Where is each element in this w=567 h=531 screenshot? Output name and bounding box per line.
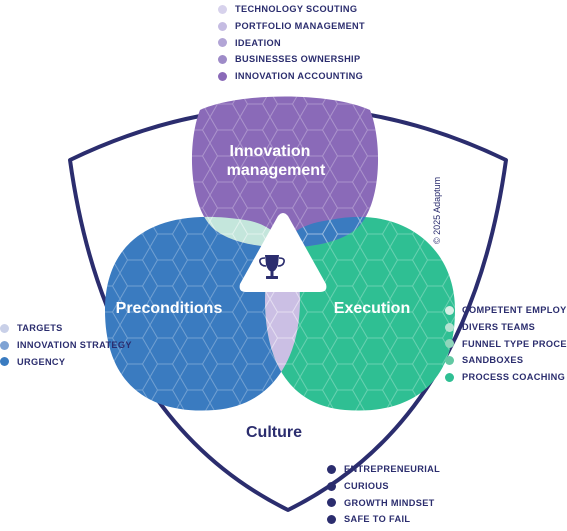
legend-dot-icon (327, 514, 336, 524)
legend-dot-icon (445, 372, 454, 382)
legend-item: DIVERS TEAMS (445, 319, 567, 336)
legend-dot-icon (0, 357, 9, 367)
legend-item: IDEATION (218, 34, 365, 51)
culture-label: Culture (246, 424, 302, 441)
legend-item-label: INNOVATION STRATEGY (17, 340, 132, 351)
copyright-text: © 2025 Adaptum (432, 177, 442, 244)
legend-item-label: ENTREPRENEURIAL (344, 464, 441, 475)
legend-dot-icon (218, 4, 227, 14)
innovation-label-line1: Innovation (230, 143, 311, 160)
legend-item: CURIOUS (327, 478, 440, 495)
preconditions-legend: TARGETS INNOVATION STRATEGY URGENCY (0, 320, 132, 370)
legend-item-label: URGENCY (17, 356, 66, 367)
legend-item: INNOVATION ACCOUNTING (218, 68, 365, 85)
legend-item: TECHNOLOGY SCOUTING (218, 1, 365, 18)
legend-dot-icon (218, 21, 227, 31)
culture-legend: ENTREPRENEURIAL CURIOUS GROWTH MINDSET SAFE… (327, 461, 440, 528)
legend-item: BUSINESSES OWNERSHIP (218, 51, 365, 68)
legend-dot-icon (218, 38, 227, 48)
execution-legend: COMPETENT EMPLOYEES DIVERS TEAMS FUNNEL TY… (445, 302, 567, 385)
innovation-label-line2: management (227, 162, 326, 179)
legend-dot-icon (218, 54, 227, 64)
innovation-management-legend: TECHNOLOGY SCOUTING PORTFOLIO MANAGEMENT I… (218, 1, 365, 84)
legend-item-label: TARGETS (17, 323, 63, 334)
legend-item-label: TECHNOLOGY SCOUTING (235, 4, 358, 15)
trophy-icon (259, 255, 285, 279)
legend-item-label: SANDBOXES (462, 355, 524, 366)
legend-dot-icon (445, 339, 454, 349)
legend-item: URGENCY (0, 353, 132, 370)
legend-item-label: GROWTH MINDSET (344, 497, 435, 508)
legend-dot-icon (0, 340, 9, 350)
legend-item-label: CURIOUS (344, 481, 389, 492)
legend-item: INNOVATION STRATEGY (0, 337, 132, 354)
legend-item: SANDBOXES (445, 352, 567, 369)
legend-item-label: PROCESS COACHING (462, 372, 566, 383)
legend-item: PORTFOLIO MANAGEMENT (218, 18, 365, 35)
legend-dot-icon (445, 305, 454, 315)
legend-item-label: PORTFOLIO MANAGEMENT (235, 21, 366, 32)
legend-item-label: SAFE TO FAIL (344, 514, 411, 525)
legend-item-label: BUSINESSES OWNERSHIP (235, 54, 361, 65)
legend-item-label: FUNNEL TYPE PROCESS (462, 338, 567, 349)
legend-item-label: INNOVATION ACCOUNTING (235, 71, 364, 82)
legend-item-label: IDEATION (235, 37, 282, 48)
legend-item: GROWTH MINDSET (327, 494, 440, 511)
execution-label: Execution (334, 300, 410, 317)
legend-item-label: DIVERS TEAMS (462, 322, 536, 333)
legend-item: COMPETENT EMPLOYEES (445, 302, 567, 319)
legend-item: ENTREPRENEURIAL (327, 461, 440, 478)
legend-dot-icon (445, 355, 454, 365)
legend-dot-icon (218, 71, 227, 81)
legend-item: TARGETS (0, 320, 132, 337)
legend-dot-icon (0, 323, 9, 333)
legend-dot-icon (445, 322, 454, 332)
legend-dot-icon (327, 464, 336, 474)
legend-item: FUNNEL TYPE PROCESS (445, 335, 567, 352)
legend-dot-icon (327, 498, 336, 508)
legend-item: PROCESS COACHING (445, 369, 567, 386)
legend-dot-icon (327, 481, 336, 491)
preconditions-label: Preconditions (116, 300, 223, 317)
legend-item: SAFE TO FAIL (327, 511, 440, 528)
center-triangle (239, 213, 327, 292)
legend-item-label: COMPETENT EMPLOYEES (462, 305, 567, 316)
